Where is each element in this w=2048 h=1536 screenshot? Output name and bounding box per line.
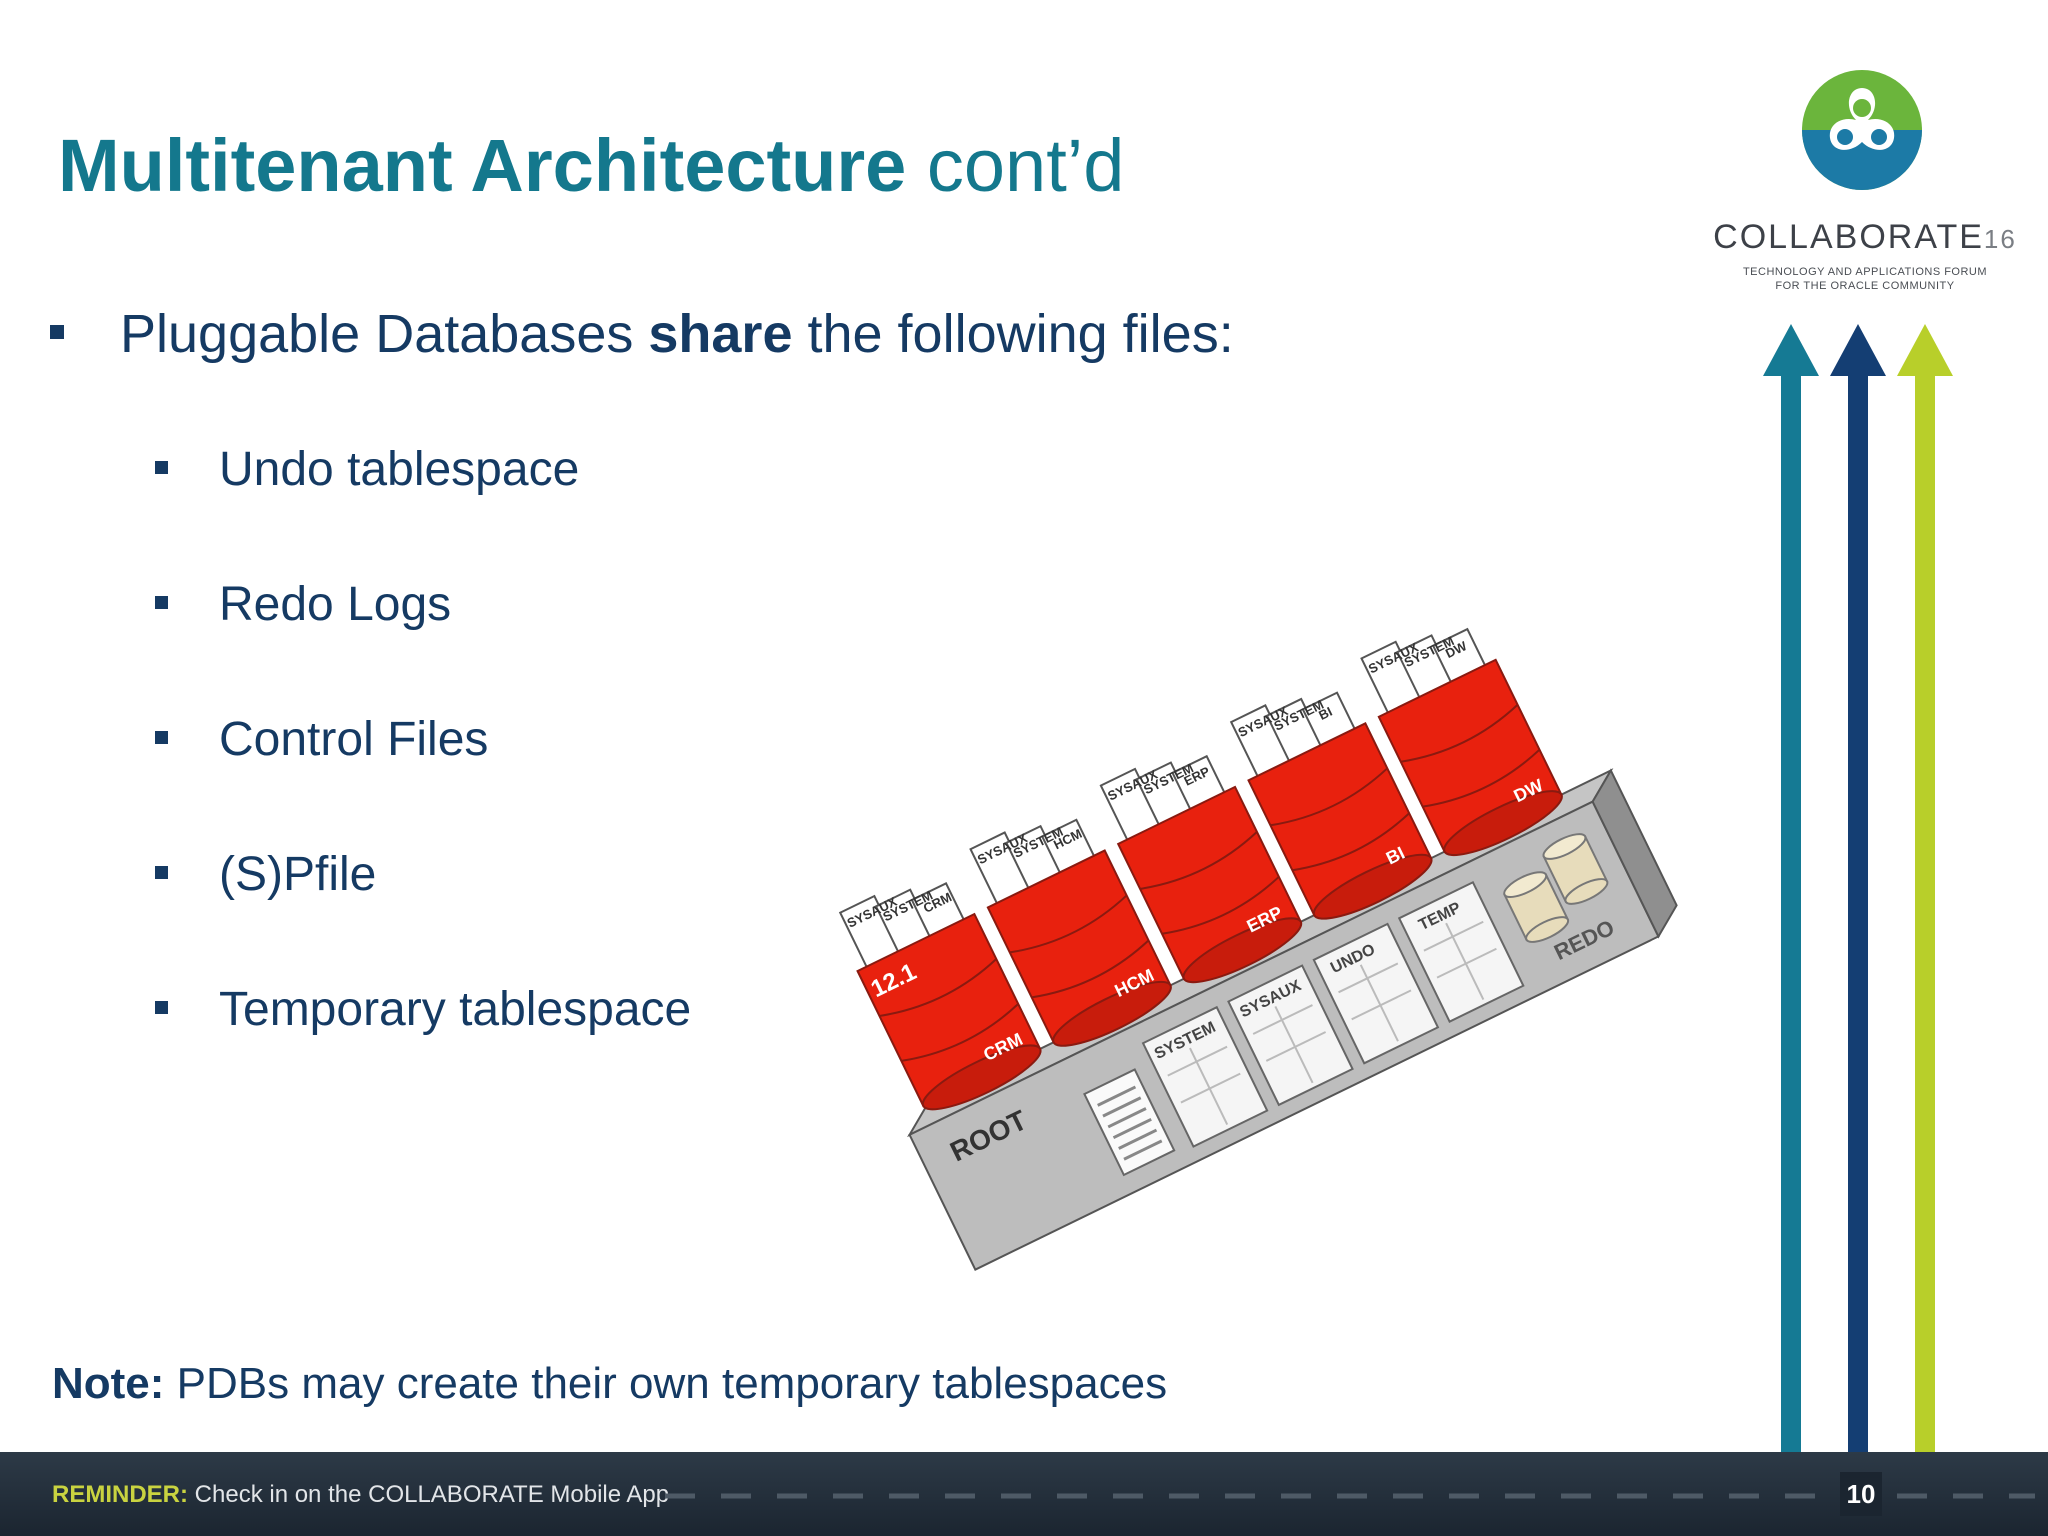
main-bullet: Pluggable Databases share the following … xyxy=(50,300,1234,368)
footer-bar: REMINDER: Check in on the COLLABORATE Mo… xyxy=(0,1452,2048,1536)
logo-edition: 16 xyxy=(1983,224,2017,254)
title-rest: cont’d xyxy=(906,124,1125,207)
bullet-marker xyxy=(155,595,168,609)
sub-bullet-text: Temporary tablespace xyxy=(219,983,692,1036)
pdb-cylinder: SYSAUX SYSTEM DW DW xyxy=(1360,627,1563,857)
sub-bullet-item: Redo Logs xyxy=(155,575,451,635)
bullet-marker xyxy=(155,1000,168,1014)
sub-bullet-item: Temporary tablespace xyxy=(155,980,691,1040)
main-bullet-bold: share xyxy=(648,304,793,364)
sub-bullet-text: (S)Pfile xyxy=(219,848,377,901)
control-file-icon xyxy=(1083,1068,1176,1177)
root-datafile: TEMP xyxy=(1397,880,1525,1023)
logo-tagline-1: TECHNOLOGY AND APPLICATIONS FORUM xyxy=(1742,266,1988,278)
sub-bullet-text: Control Files xyxy=(219,713,489,766)
arrow-up-icon xyxy=(1763,324,1819,1460)
footer-divider xyxy=(665,1493,2035,1499)
collaborate-logo: COLLABORATE16 TECHNOLOGY AND APPLICATION… xyxy=(1700,60,2030,310)
pdb-cylinder: SYSAUX SYSTEM BI BI xyxy=(1229,691,1433,920)
logo-name: COLLABORATE xyxy=(1713,218,1984,256)
logo-tagline: TECHNOLOGY AND APPLICATIONS FORUM FOR THE… xyxy=(1700,265,2030,293)
slide-title: Multitenant Architecture cont’d xyxy=(58,118,1124,214)
sub-bullet-text: Redo Logs xyxy=(219,578,452,631)
sub-bullet-text: Undo tablespace xyxy=(219,443,580,496)
footer-reminder: REMINDER: Check in on the COLLABORATE Mo… xyxy=(52,1480,669,1510)
sub-bullet-item: Undo tablespace xyxy=(155,440,579,500)
decorative-arrows xyxy=(1763,324,1953,1460)
note: Note: PDBs may create their own temporar… xyxy=(52,1355,1167,1413)
logo-mark-icon xyxy=(1802,70,1922,190)
redo-log-icon: REDO xyxy=(1503,833,1618,965)
bullet-marker xyxy=(155,460,168,474)
main-bullet-after: the following files: xyxy=(792,304,1234,364)
logo-wordmark: COLLABORATE16 xyxy=(1700,218,2030,257)
sub-bullet-item: (S)Pfile xyxy=(155,845,376,905)
note-text: PDBs may create their own temporary tabl… xyxy=(164,1359,1168,1408)
note-label: Note: xyxy=(52,1359,165,1408)
bullet-marker xyxy=(155,865,168,879)
page-number: 10 xyxy=(1840,1472,1882,1516)
pdb-cylinder: SYSAUX SYSTEM ERP ERP xyxy=(1099,754,1303,984)
main-bullet-before: Pluggable Databases xyxy=(120,304,649,364)
pdb-file-label: BI xyxy=(1316,704,1334,723)
multitenant-diagram: ROOT SYSTEM xyxy=(838,627,1678,1271)
arrow-up-icon xyxy=(1830,324,1886,1460)
arrow-up-icon xyxy=(1897,324,1953,1460)
pdb-cylinder: SYSAUX SYSTEM CRM 12.1 CRM xyxy=(838,882,1042,1111)
footer-lead: REMINDER: xyxy=(52,1481,188,1508)
title-bold: Multitenant Architecture xyxy=(58,124,907,207)
footer-text: Check in on the COLLABORATE Mobile App xyxy=(188,1481,670,1508)
bullet-marker xyxy=(155,730,168,744)
bullet-marker xyxy=(50,324,64,339)
pdb-cylinder: SYSAUX SYSTEM HCM HCM xyxy=(969,818,1172,1047)
logo-tagline-2: FOR THE ORACLE COMMUNITY xyxy=(1775,280,1955,292)
sub-bullet-item: Control Files xyxy=(155,710,488,770)
